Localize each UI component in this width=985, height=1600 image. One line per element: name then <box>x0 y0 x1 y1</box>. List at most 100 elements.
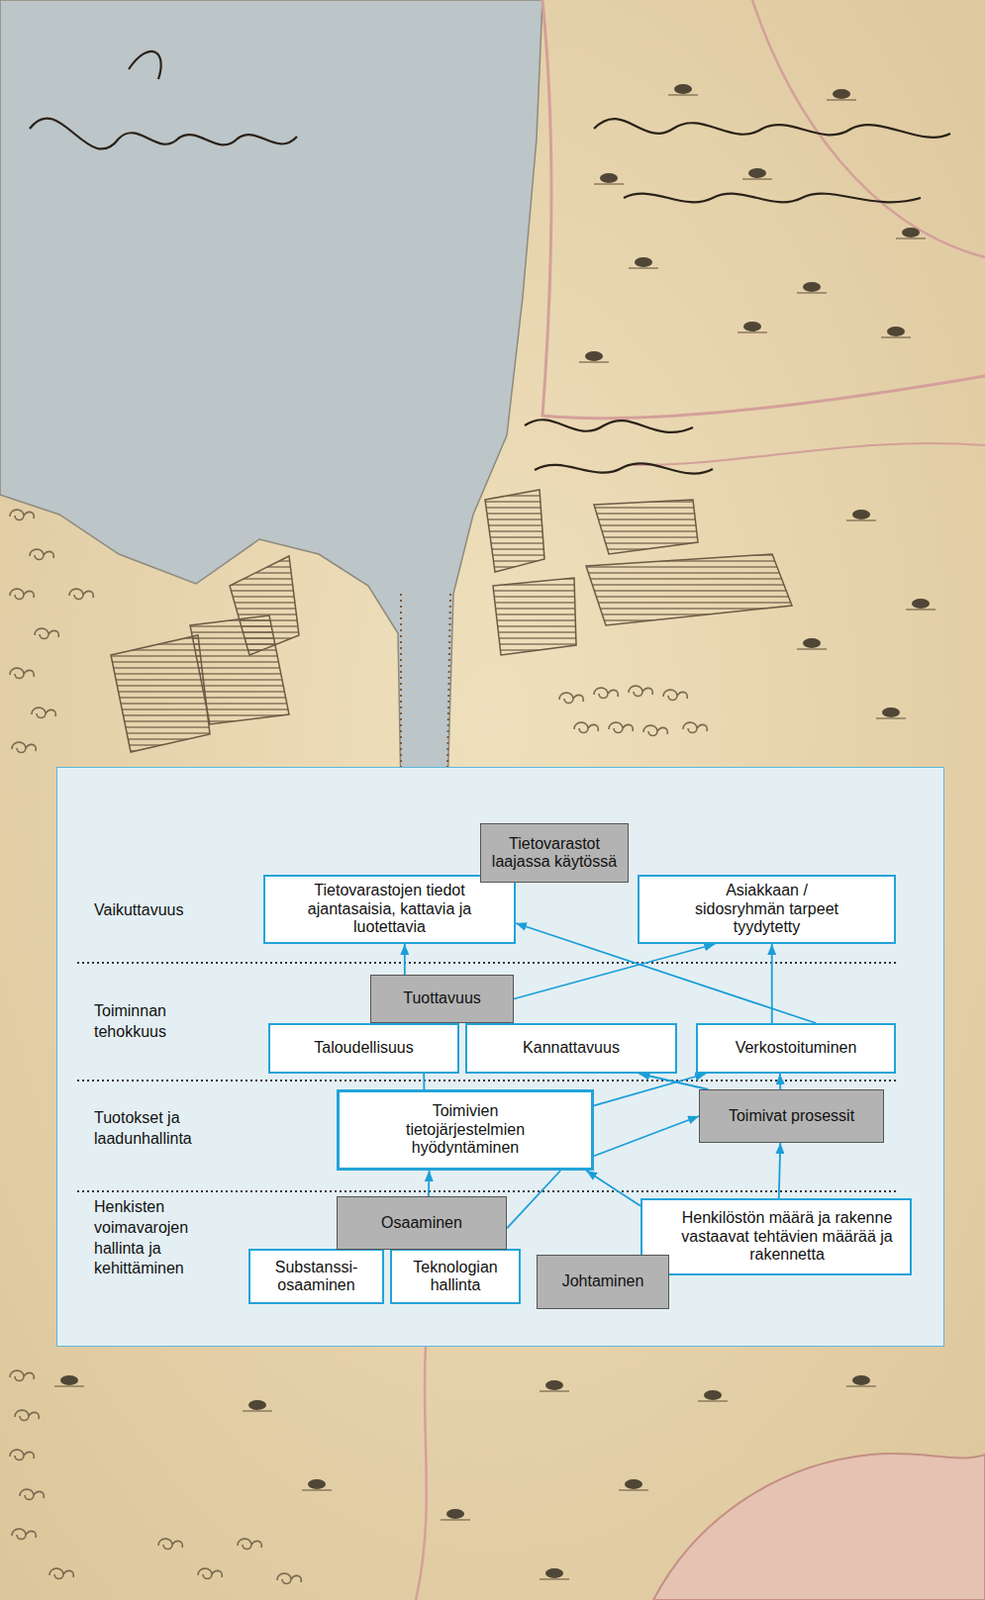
outcome-box: Toimivien tietojärjestelmien hyödyntämin… <box>336 1089 594 1172</box>
tree-mark <box>628 257 659 269</box>
swirl-mark <box>237 1539 262 1550</box>
swirl-mark <box>197 1569 222 1579</box>
script-stroke <box>29 117 297 149</box>
tree-mark <box>846 509 877 521</box>
tree-mark <box>579 351 609 363</box>
tree-mark <box>668 84 698 96</box>
level-label: Tuotokset ja laadunhallinta <box>94 1108 218 1151</box>
arrow-connector <box>506 1171 561 1229</box>
script-stroke <box>593 118 951 138</box>
grey-box: Johtaminen <box>536 1255 670 1310</box>
box-label: Asiakkaan / sidosryhmän tarpeet tyydytet… <box>683 882 851 937</box>
outcome-box: Verkostoituminen <box>695 1023 896 1075</box>
swirl-mark <box>608 722 633 733</box>
swirl-mark <box>9 589 34 599</box>
box-label: Substanssi-osaaminen <box>258 1259 375 1296</box>
script-stroke <box>128 51 162 80</box>
box-label: Tietovarastojen tiedot ajantasaisia, kat… <box>296 882 483 937</box>
border-line <box>752 0 985 258</box>
river-bank <box>399 593 402 768</box>
level-label: Toiminnan tehokkuus <box>94 1001 218 1044</box>
swirl-mark <box>9 668 34 679</box>
swirl-mark <box>628 686 653 696</box>
grey-box: Toimivat prosessit <box>698 1089 885 1144</box>
swirl-mark <box>19 1489 44 1500</box>
swirl-mark <box>683 722 707 733</box>
arrow-connector <box>779 1074 782 1090</box>
tree-mark <box>846 1376 877 1387</box>
swirl-mark <box>9 1450 34 1461</box>
grey-box: Tietovarastot laajassa käytössä <box>480 823 629 884</box>
box-text-group: Substanssi-osaaminen <box>258 1259 375 1296</box>
box-text-group: Taloudellisuus <box>313 1039 414 1058</box>
arrow-connector <box>427 1171 431 1197</box>
swirl-mark <box>593 688 618 698</box>
arrow-connector <box>638 1074 708 1090</box>
box-label: Henkilöstön määrä ja rakenne vastaavat t… <box>676 1209 898 1265</box>
tree-mark <box>881 326 911 338</box>
box-text-group: Toimivien tietojärjestelmien hyödyntämin… <box>389 1102 542 1158</box>
box-label: Toimivien tietojärjestelmien hyödyntämin… <box>389 1102 542 1158</box>
box-text-group: Johtaminen <box>562 1273 645 1291</box>
field <box>593 499 698 555</box>
box-text-group: Tietovarastot laajassa käytössä <box>489 835 620 873</box>
tree-mark <box>737 321 768 333</box>
tree-mark <box>54 1376 85 1387</box>
dotted-divider <box>77 1190 897 1193</box>
outcome-box: Kannattavuus <box>465 1023 678 1075</box>
dotted-divider <box>77 1080 897 1083</box>
tree-mark <box>796 638 827 650</box>
tree-mark <box>796 282 827 294</box>
outcome-box: Tietovarastojen tiedot ajantasaisia, kat… <box>263 875 516 945</box>
tree-mark <box>895 227 926 239</box>
grey-box: Osaaminen <box>336 1196 507 1251</box>
outcome-box: Henkilöstön määrä ja rakenne vastaavat t… <box>640 1198 912 1277</box>
box-text-group: Tietovarastojen tiedot ajantasaisia, kat… <box>296 882 483 937</box>
tree-mark <box>826 89 857 100</box>
tree-mark <box>905 598 936 610</box>
tree-mark <box>697 1390 728 1402</box>
field <box>485 490 545 573</box>
box-label: Tietovarastot laajassa käytössä <box>489 835 620 873</box>
swirl-mark <box>9 1371 34 1381</box>
level-label: Henkisten voimavarojen hallinta ja kehit… <box>94 1197 218 1281</box>
border-line <box>415 1347 427 1600</box>
arrow-connector <box>593 1074 706 1106</box>
arrow-connector <box>586 1171 641 1207</box>
swirl-mark <box>49 1569 74 1579</box>
pink-region <box>653 1454 985 1600</box>
tree-mark <box>301 1479 332 1491</box>
box-text-group: Toimivat prosessit <box>728 1107 855 1126</box>
tree-mark <box>593 173 624 185</box>
box-text-group: Kannattavuus <box>522 1039 620 1058</box>
box-text-group: Teknologian hallinta <box>399 1259 511 1296</box>
box-text-group: Osaaminen <box>381 1214 463 1233</box>
box-label: Verkostoituminen <box>735 1039 858 1058</box>
box-label: Taloudellisuus <box>313 1039 414 1058</box>
fields <box>110 490 792 753</box>
arrow-connector <box>513 944 715 1000</box>
outcome-box: Taloudellisuus <box>268 1023 460 1075</box>
box-text-group: Henkilöstön määrä ja rakenne vastaavat t… <box>676 1209 898 1265</box>
box-label: Toimivat prosessit <box>728 1107 855 1126</box>
swirl-mark <box>574 722 598 733</box>
swirl-mark <box>29 549 54 560</box>
box-label: Johtaminen <box>562 1273 645 1291</box>
arrow-connector <box>779 1143 782 1199</box>
tree-mark <box>440 1509 471 1521</box>
field <box>492 578 577 656</box>
field <box>190 615 290 725</box>
border-line <box>542 0 985 419</box>
lake <box>0 0 543 792</box>
border-line <box>633 443 985 466</box>
script-stroke <box>524 419 693 433</box>
swirl-mark <box>11 1529 36 1540</box>
swirl-mark <box>158 1539 183 1550</box>
outcome-box: Asiakkaan / sidosryhmän tarpeet tyydytet… <box>637 875 896 945</box>
arrow-connector <box>593 1116 699 1157</box>
swirl-mark <box>559 692 584 703</box>
box-label: Tuottavuus <box>402 989 482 1008</box>
swirl-mark <box>34 628 59 639</box>
tree-mark <box>742 168 773 180</box>
